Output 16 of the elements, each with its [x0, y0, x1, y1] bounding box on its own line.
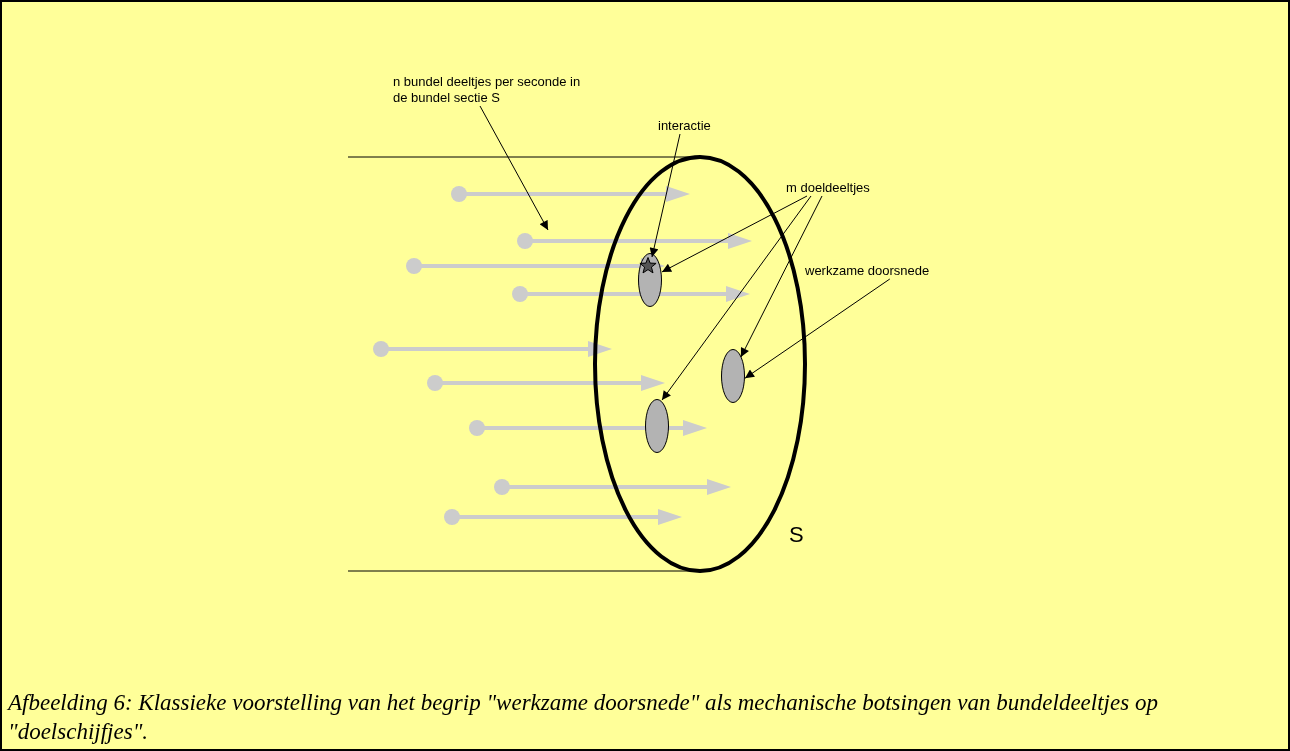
target-disc	[638, 253, 662, 307]
annotation-label: interactie	[658, 118, 728, 134]
leader-line	[479, 105, 549, 231]
leader-line	[740, 195, 823, 358]
interaction-star	[639, 257, 657, 275]
annotation-label: n bundel deeltjes per seconde in de bundel sectie S	[393, 74, 583, 106]
target-disc	[721, 349, 745, 403]
figure-caption: Afbeelding 6: Klassieke voorstelling van het begrip "werkzame doorsnede" als mechanische botsingen van bundeldeeltjes op "doelschijfjes".	[8, 689, 1159, 746]
leader-line	[661, 195, 812, 401]
leader-line	[744, 278, 891, 379]
section-label: S	[789, 523, 804, 547]
leader-line	[649, 133, 681, 258]
annotation-label: werkzame doorsnede	[805, 263, 965, 279]
leader-line	[661, 195, 808, 273]
annotation-label: m doeldeeltjes	[786, 180, 886, 196]
target-disc	[645, 399, 669, 453]
